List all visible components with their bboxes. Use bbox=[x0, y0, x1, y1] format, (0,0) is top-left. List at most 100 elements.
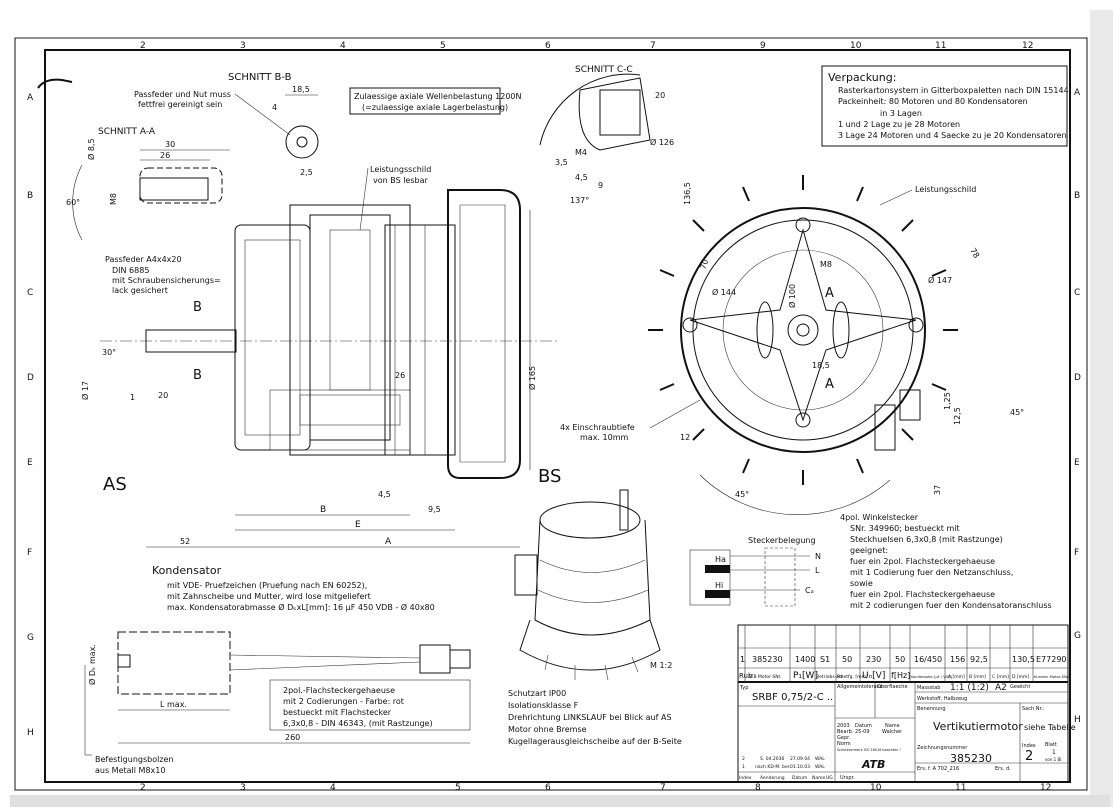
circle-shape bbox=[795, 412, 811, 428]
sections-passfeder_note_2-text: fettfrei gereinigt sein bbox=[138, 100, 222, 109]
sections-leistungsschild_bs_2-text: von BS lesbar bbox=[373, 176, 429, 185]
table-row-8-text: 156 bbox=[950, 655, 965, 664]
table-headers-1-text: ATB Motor-SNr. bbox=[748, 674, 781, 680]
winkelstecker-7-text: fuer ein 2pol. Flachsteckergehaeuse bbox=[850, 590, 995, 599]
verpackung-title-text: Verpackung: bbox=[828, 71, 896, 84]
kondensator-lines-0-text: mit VDE- Pruefzeichen (Pruefung nach EN … bbox=[167, 581, 367, 590]
title_block-massstab-text: 1:1 (1:2) bbox=[950, 683, 989, 693]
sheet-columns-6-text: 7 bbox=[660, 783, 666, 793]
title_block-revisions-1-name-text: WAL bbox=[815, 764, 825, 770]
line-shape bbox=[692, 219, 705, 232]
befestigung-0-text: Befestigungsbolzen bbox=[95, 755, 174, 764]
dims-sec_b-text: B bbox=[193, 300, 202, 315]
sheet-rows-6-text: G bbox=[1074, 631, 1081, 641]
circle-shape bbox=[296, 136, 308, 148]
title_block-name_label-text: Name bbox=[885, 723, 900, 729]
path-shape bbox=[534, 519, 651, 636]
dims-d12-text: 12 bbox=[680, 433, 690, 442]
line-shape bbox=[742, 186, 750, 202]
motor_notes-2-text: Drehrichtung LINKSLAUF bei Blick auf AS bbox=[508, 713, 672, 722]
line-shape bbox=[544, 654, 549, 671]
connector-wiring: Steckerbelegung Ha Hi N L Cₐ bbox=[689, 536, 821, 607]
dims-d35-text: 3,5 bbox=[555, 158, 568, 167]
dims-d60-text: 60° bbox=[66, 198, 80, 207]
steckerbelegung-pins-0-text: N bbox=[815, 552, 821, 561]
dims-d147-text: Ø 147 bbox=[928, 275, 952, 285]
steckerbelegung-pins-2-text: Cₐ bbox=[805, 586, 814, 595]
title-block: 1 385230 1400 S1 50 230 50 16/450 156 92… bbox=[737, 624, 1076, 783]
title_block-revisions-1-date-text: 01.10.03 bbox=[790, 764, 810, 770]
fan-cover bbox=[447, 189, 521, 479]
winkelstecker-1-text: SNr. 349960; bestueckt mit bbox=[850, 524, 960, 533]
verpackung-lines-2-text: in 3 Lagen bbox=[880, 109, 922, 118]
title_block-revisions-1-index-text: 1 bbox=[742, 764, 745, 770]
circle-shape bbox=[795, 217, 811, 233]
sheet-columns-4-text: 5 bbox=[440, 41, 446, 51]
angle-connector-note: 4pol. Winkelstecker SNr. 349960; bestuec… bbox=[840, 513, 1052, 610]
rect-shape bbox=[737, 624, 1069, 783]
dims-d37-text: 37 bbox=[933, 485, 942, 495]
steckerbelegung-pins-1-text: L bbox=[815, 566, 820, 575]
table-headers-2-text: P₁[W] bbox=[793, 671, 818, 681]
line-shape bbox=[631, 656, 639, 673]
table-headers-4-text: Paletfg. [mm] bbox=[837, 674, 868, 680]
title_block-oberflaeche-text: Oberflaeche bbox=[877, 684, 908, 690]
line-shape bbox=[931, 269, 947, 277]
kondensator-lines-1-text: mit Zahnscheibe und Mutter, wird lose mi… bbox=[167, 592, 371, 601]
title_block-rev_headers-3-text: Name bbox=[812, 775, 826, 781]
dims-d100-text: Ø 100 bbox=[787, 284, 797, 308]
line-shape bbox=[901, 219, 914, 232]
g-shape bbox=[648, 175, 958, 485]
circle-shape bbox=[787, 314, 819, 346]
circle-shape bbox=[908, 317, 924, 333]
title_block-benennung_label-text: Benennung bbox=[917, 706, 946, 712]
section-bb: SCHNITT B-B Passfeder und Nut muss fettf… bbox=[134, 72, 319, 177]
dims-d45deg2-text: 45° bbox=[1010, 408, 1024, 417]
g-shape bbox=[744, 625, 1034, 682]
table-headers-11-text: D [mm] bbox=[1012, 674, 1029, 680]
dims-d45deg-text: 45° bbox=[735, 490, 749, 499]
motor-side-view: Leistungsschild von BS lesbar Passfeder … bbox=[80, 165, 692, 548]
dims-dE-text: E bbox=[355, 520, 361, 530]
sections-passfeder_a_3-text: mit Schraubensicherungs= bbox=[112, 276, 221, 285]
sheet-rows-1-text: B bbox=[1074, 191, 1080, 201]
dims-d165-text: Ø 165 bbox=[527, 366, 537, 390]
sheet-columns-4-text: 5 bbox=[455, 783, 461, 793]
table-row-2-text: 1400 bbox=[795, 655, 815, 664]
sections-passfeder_note_1-text: Passfeder und Nut muss bbox=[134, 90, 231, 99]
rect-shape bbox=[449, 649, 471, 669]
steckerbelegung-title-text: Steckerbelegung bbox=[748, 536, 816, 545]
rect-shape bbox=[299, 394, 401, 426]
sheet-rows-3-text: D bbox=[1074, 373, 1081, 383]
sheet-columns-2-text: 3 bbox=[240, 783, 246, 793]
rect-shape bbox=[619, 489, 629, 531]
verpackung-lines-3-text: 1 und 2 Lage zu je 28 Motoren bbox=[838, 120, 960, 129]
path-shape bbox=[699, 474, 891, 515]
motor-isometric-view: M 1:2 bbox=[514, 489, 672, 681]
title_block-rev_headers-4-text: UG bbox=[826, 775, 833, 781]
table-headers-0-text: Rub bbox=[739, 672, 753, 680]
sheet-rows-5-text: F bbox=[1074, 548, 1079, 558]
line-shape bbox=[742, 458, 750, 474]
dims-d26-text: 26 bbox=[160, 151, 170, 160]
motor_notes-3-text: Motor ohne Bremse bbox=[508, 725, 587, 734]
title_block-bearb-text: Bearb. bbox=[837, 729, 854, 735]
title_block-blatt-text: 1 bbox=[1052, 749, 1056, 756]
title_block-revisions-0-name-text: WAL bbox=[815, 756, 825, 762]
sheet-rows-0-text: A bbox=[27, 93, 34, 103]
dims-d78-text: 78 bbox=[968, 247, 981, 260]
winkelstecker-0-text: 4pol. Winkelstecker bbox=[840, 513, 919, 522]
motor-notes: Schutzart IP00 Isolationsklasse F Drehri… bbox=[508, 689, 682, 746]
dims-d17-text: Ø 17 bbox=[80, 381, 90, 400]
title_block-index_label-text: Index bbox=[1022, 743, 1036, 749]
path-shape bbox=[539, 73, 641, 146]
title_block-werkstoff-text: Werkstoff, Halbzeug bbox=[917, 696, 967, 702]
dims-d95-text: 9,5 bbox=[428, 505, 441, 514]
rect-shape bbox=[117, 631, 231, 695]
winkelstecker-8-text: mit 2 codierungen fuer den Kondensatoran… bbox=[850, 601, 1052, 610]
winkelstecker-6-text: sowie bbox=[850, 579, 873, 588]
table-row-6-text: 50 bbox=[895, 655, 905, 664]
rect-shape bbox=[705, 590, 730, 598]
table-headers-5-text: Uₙ[V] bbox=[862, 671, 885, 681]
